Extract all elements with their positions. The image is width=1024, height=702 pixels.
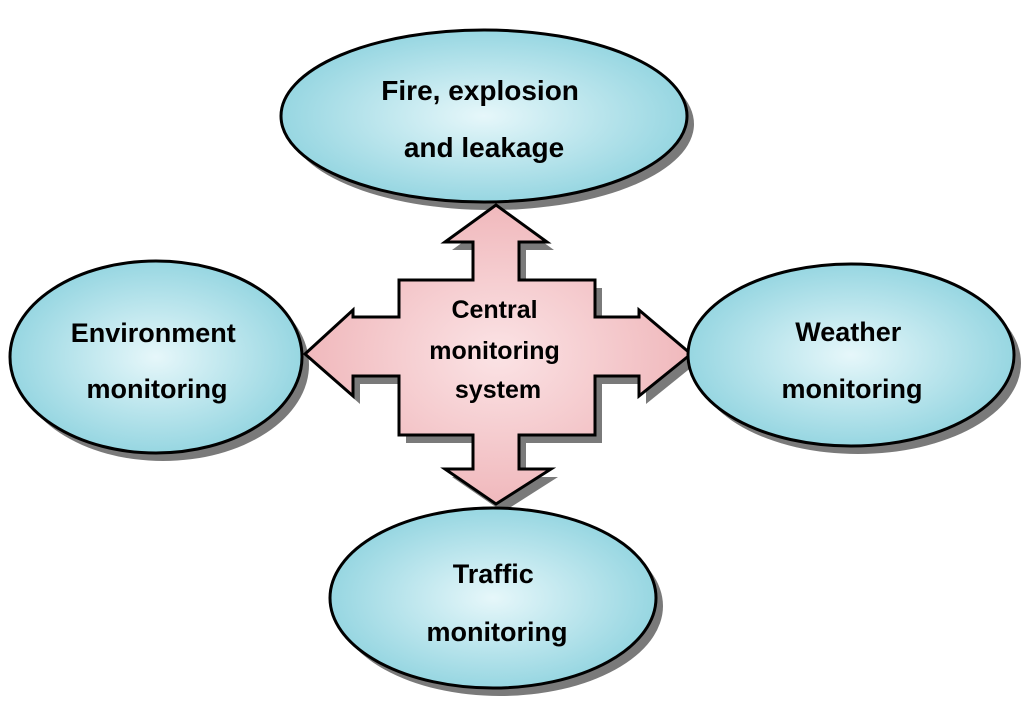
bottom-node-label-line-1: Traffic	[453, 559, 534, 589]
top-node-label-line-1: Fire, explosion	[381, 75, 579, 106]
center-label-line-1: Central	[451, 296, 537, 324]
bottom-node-label-line-2: monitoring	[427, 617, 568, 647]
right-node-label-line-1: Weather	[795, 317, 902, 347]
center-label: Central monitoring system	[429, 296, 566, 404]
ellipse-fire-explosion-leakage	[279, 28, 689, 204]
four-way-arrow	[302, 203, 694, 506]
left-node-label-line-1: Environment	[71, 318, 236, 348]
bottom-node-label: Traffic monitoring	[427, 559, 568, 647]
ellipse-weather-monitoring	[686, 262, 1016, 448]
center-label-line-2: monitoring	[429, 337, 560, 365]
top-node-label: Fire, explosion and leakage	[381, 75, 586, 163]
ellipse-environment-monitoring	[8, 259, 304, 455]
center-label-line-3: system	[455, 376, 541, 404]
right-node-label-line-2: monitoring	[782, 374, 923, 404]
top-node-label-line-2: and leakage	[404, 132, 564, 163]
right-node-label: Weather monitoring	[782, 317, 923, 404]
left-node-label: Environment monitoring	[71, 318, 244, 404]
ellipse-traffic-monitoring	[328, 506, 658, 690]
left-node-label-line-2: monitoring	[87, 374, 228, 404]
